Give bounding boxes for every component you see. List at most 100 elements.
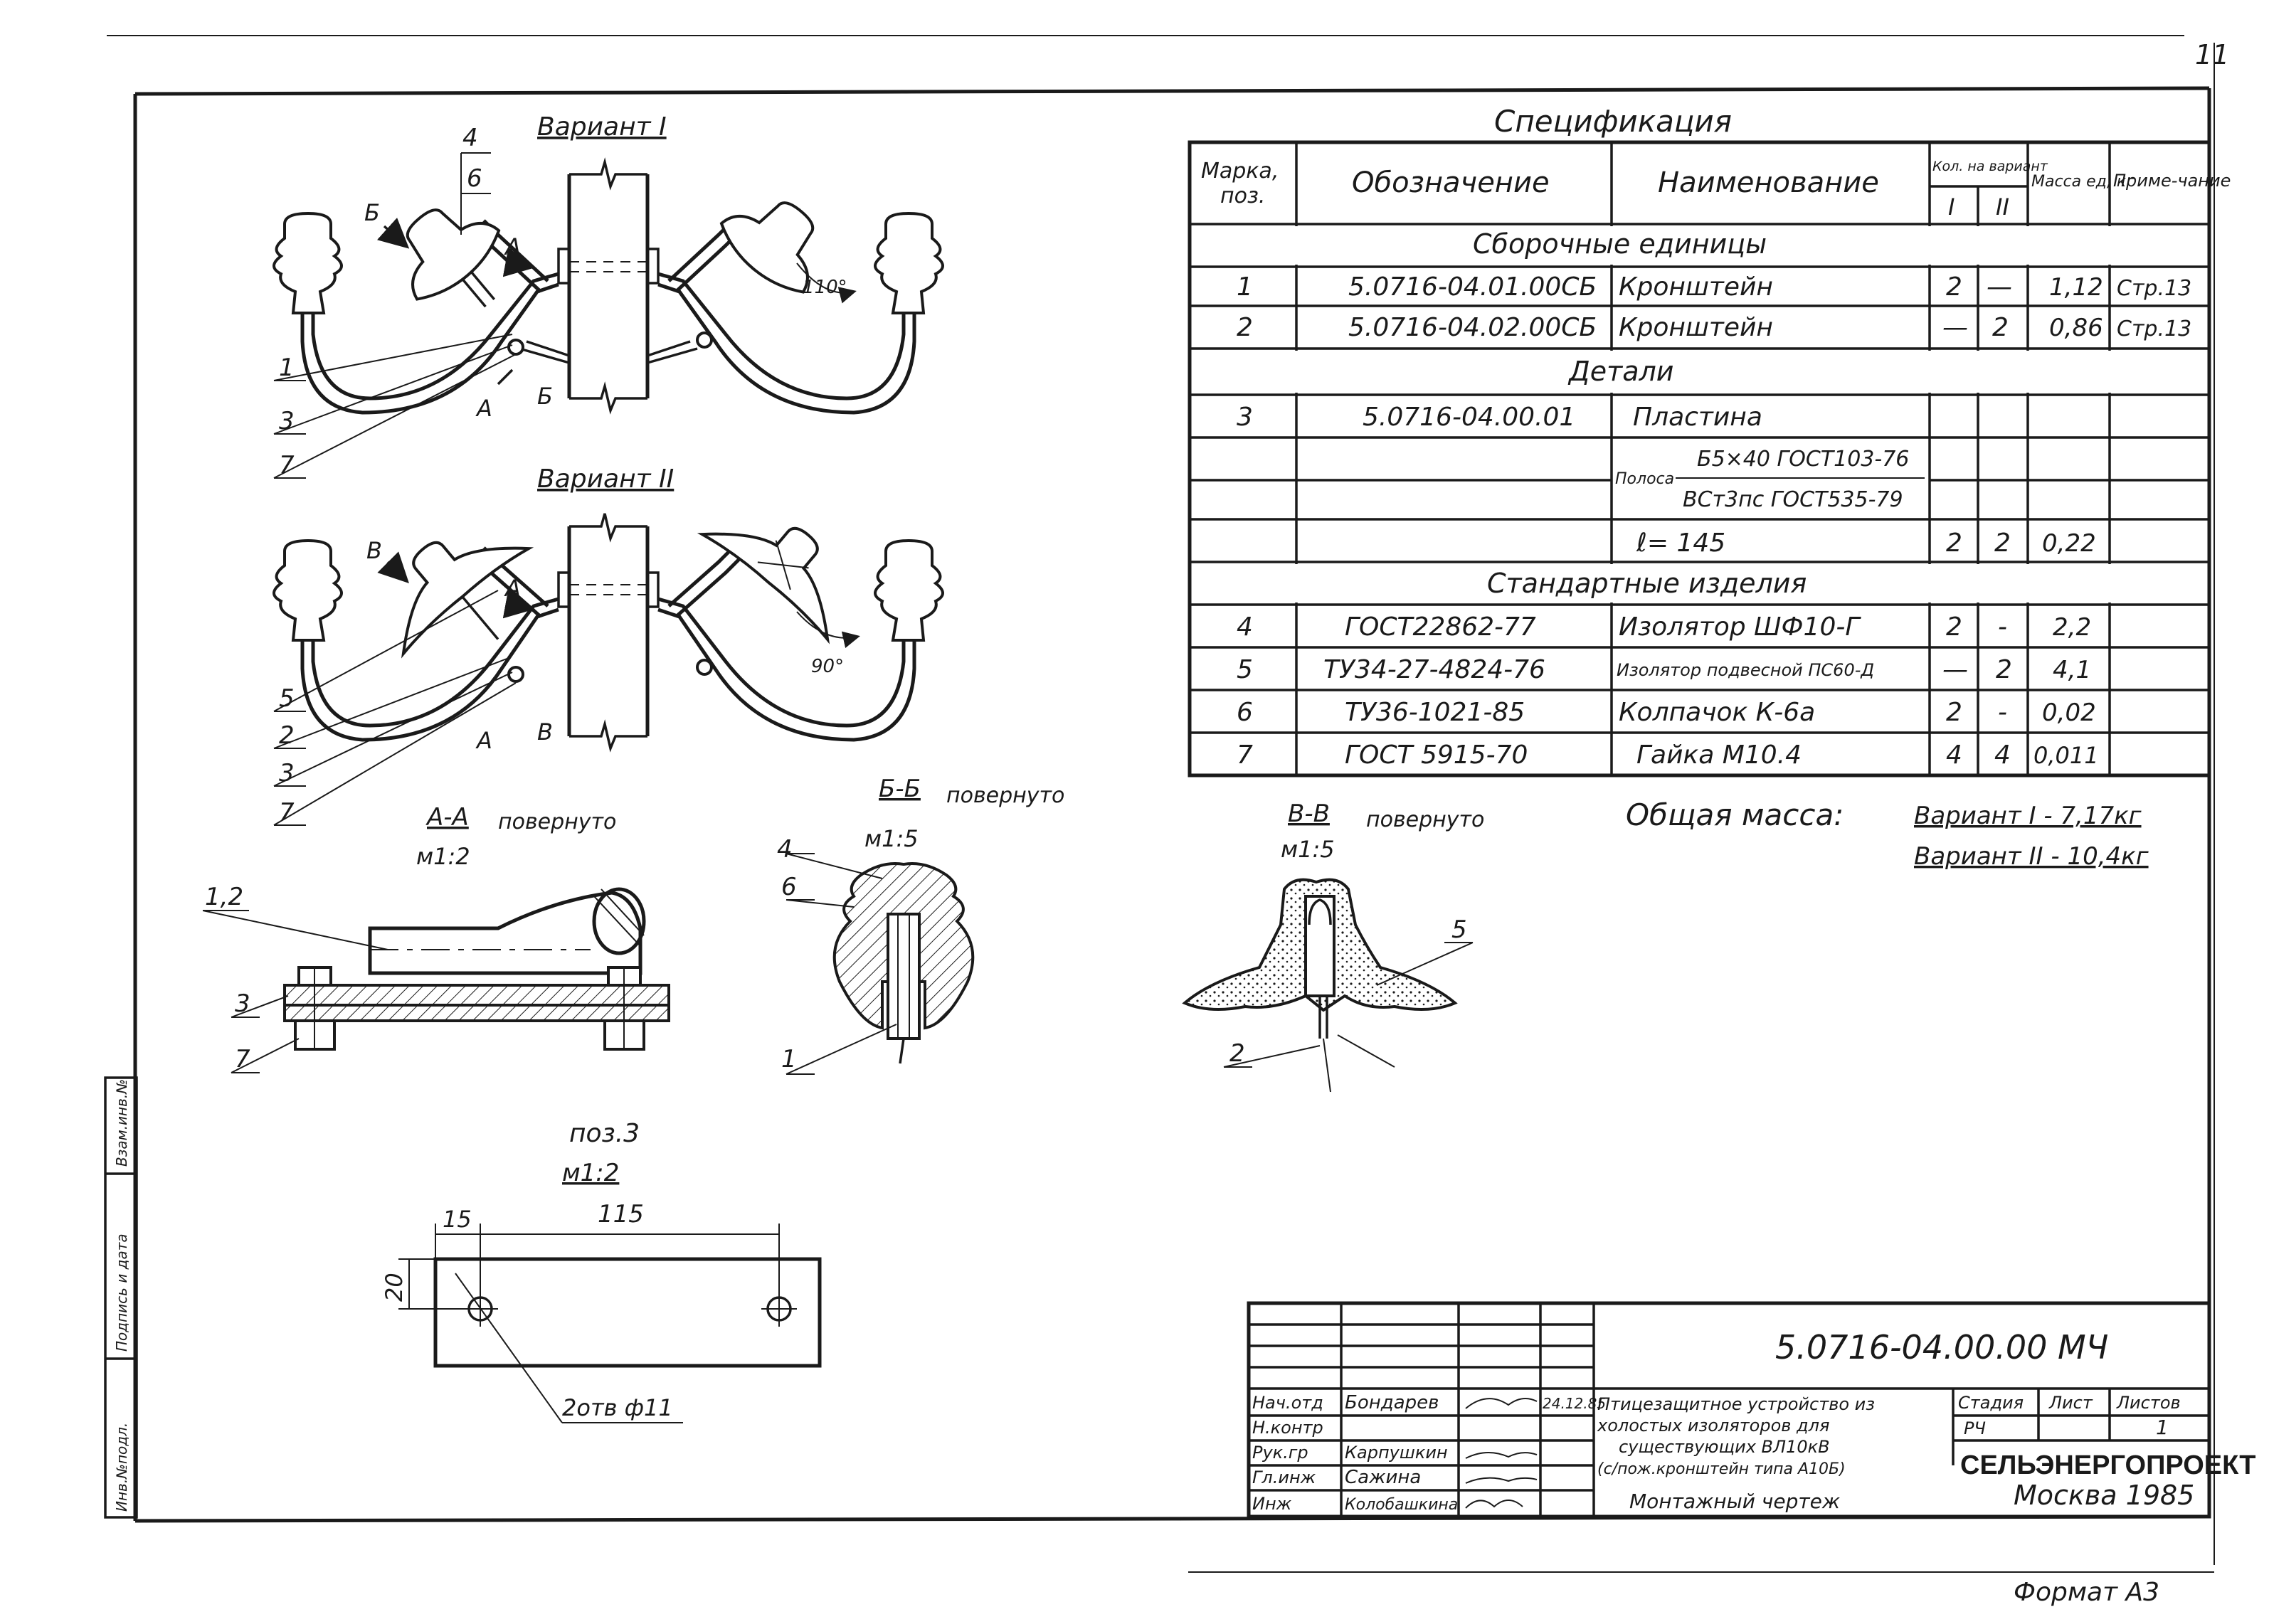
tb-stage-header: Стадия <box>1958 1393 2024 1413</box>
spec-row6-q2: - <box>1998 698 2007 727</box>
v2-cut-v: В <box>366 537 382 564</box>
spec-row1-note: Стр.13 <box>2117 276 2191 301</box>
tb-role-4: Гл.инж <box>1252 1468 1316 1487</box>
spec-row4-pos: 4 <box>1237 612 1253 642</box>
tb-desc-3: существующих ВЛ10кВ <box>1619 1437 1830 1457</box>
v2-angle: 90° <box>811 656 844 677</box>
aa-callout-3: 3 <box>235 989 250 1018</box>
v1-cut-b-bottom: Б <box>537 383 553 410</box>
tb-desc-4: (с/пож.кронштейн типа А10Б) <box>1597 1460 1846 1478</box>
variant-1-view: Вариант I <box>273 112 944 479</box>
spec-row2-pos: 2 <box>1237 313 1253 342</box>
title-code: 5.0716-04.00.00 МЧ <box>1775 1328 2108 1366</box>
spec-row3-material-bottom: ВСт3пс ГОСТ535-79 <box>1683 487 1903 512</box>
spec-group-assembly: Сборочные единицы <box>1473 228 1767 260</box>
spec-row4-name: Изолятор ШФ10-Г <box>1619 612 1861 642</box>
v2-callout-2: 2 <box>279 721 295 750</box>
bb-callout-6: 6 <box>781 873 797 901</box>
bb-callout-4: 4 <box>777 835 793 864</box>
total-mass-v1: Вариант I - 7,17кг <box>1914 802 2142 830</box>
tb-role-5: Инж <box>1252 1494 1292 1514</box>
spec-row3-length: ℓ= 145 <box>1636 529 1725 558</box>
spec-group-details: Детали <box>1567 356 1673 387</box>
v2-cut-v-bottom: В <box>537 718 553 745</box>
spec-row3-q1: 2 <box>1946 529 1962 558</box>
spec-row2-name: Кронштейн <box>1619 313 1773 342</box>
spec-row4-q2: - <box>1998 612 2007 642</box>
tb-date: 24.12.85 <box>1543 1395 1606 1412</box>
signature-5 <box>1465 1500 1523 1509</box>
v2-cut-a-top: А <box>504 575 521 602</box>
spec-row4-designation: ГОСТ22862-77 <box>1345 612 1536 642</box>
v1-cut-a-bottom: А <box>475 395 492 422</box>
spec-row3-mass: 0,22 <box>2042 529 2096 558</box>
v1-cut-a-top: А <box>504 233 521 260</box>
title-block: 5.0716-04.00.00 МЧ Нач.отд Н.контр Рук.г… <box>1247 1301 2256 1519</box>
spec-row2-note: Стр.13 <box>2117 317 2191 341</box>
spec-title: Спецификация <box>1494 104 1732 139</box>
spec-header-mass: Масса ед, кг <box>2031 173 2135 191</box>
aa-callout-12: 1,2 <box>205 883 243 911</box>
spec-row5-q2: 2 <box>1996 655 2012 684</box>
spec-row5-q1: — <box>1942 655 1968 684</box>
spec-row3-pos: 3 <box>1237 403 1253 432</box>
v1-callout-6: 6 <box>467 164 482 193</box>
v2-cut-a-bottom: А <box>475 727 492 754</box>
section-vv-title: В-В <box>1288 800 1330 828</box>
spec-row1-designation: 5.0716-04.01.00СБ <box>1348 272 1597 302</box>
spec-header-name: Наименование <box>1658 166 1879 199</box>
signature-3 <box>1465 1451 1538 1459</box>
spec-row7-designation: ГОСТ 5915-70 <box>1345 741 1528 770</box>
spec-row5-name: Изолятор подвесной ПС60-Д <box>1617 660 1874 680</box>
spec-row4-mass: 2,2 <box>2053 613 2091 642</box>
section-bb-scale: м1:5 <box>864 825 919 852</box>
total-mass-label: Общая масса: <box>1626 797 1844 832</box>
total-mass-v2: Вариант II - 10,4кг <box>1914 842 2149 871</box>
v1-callout-4: 4 <box>462 124 478 152</box>
tb-name-5: Колобашкина <box>1345 1496 1458 1514</box>
spec-header-designation: Обозначение <box>1352 166 1550 199</box>
page-number: 11 <box>2195 39 2229 70</box>
v2-callout-3: 3 <box>279 759 295 787</box>
spec-row7-name: Гайка М10.4 <box>1636 741 1802 770</box>
spec-row6-pos: 6 <box>1237 698 1253 727</box>
tb-stage: РЧ <box>1964 1418 1986 1438</box>
v1-callout-1: 1 <box>279 354 295 382</box>
spec-row1-pos: 1 <box>1237 272 1253 302</box>
stamp-inv-original: Инв.№подл. <box>113 1423 130 1512</box>
variant-2-title: Вариант II <box>537 465 674 494</box>
spec-header-qty-v2: II <box>1996 193 2009 221</box>
signature-1 <box>1465 1398 1538 1409</box>
tb-sheet-header: Лист <box>2048 1393 2093 1413</box>
section-vv-note: повернуто <box>1366 807 1484 832</box>
section-aa: А-А повернуто м1:2 1,2 3 7 <box>202 803 670 1073</box>
tb-desc-5: Монтажный чертеж <box>1629 1490 1840 1513</box>
vv-callout-2: 2 <box>1229 1039 1245 1068</box>
stamp-signature-date: Подпись и дата <box>113 1233 130 1352</box>
tb-sheets-header: Листов <box>2116 1393 2181 1413</box>
side-stamp: Инв.№подл. Подпись и дата Взам.инв.№ <box>104 1076 138 1519</box>
vv-callout-5: 5 <box>1451 916 1467 944</box>
section-aa-note: повернуто <box>498 810 616 834</box>
section-bb-title: Б-Б <box>879 775 921 803</box>
spec-row5-designation: ТУ34-27-4824-76 <box>1323 655 1545 684</box>
pos3-dim-15: 15 <box>443 1206 472 1233</box>
tb-desc-2: холостых изоляторов для <box>1597 1416 1829 1435</box>
format-label: Формат А3 <box>2014 1578 2159 1607</box>
spec-row2-q1: — <box>1942 313 1968 342</box>
tb-role-2: Н.контр <box>1252 1418 1323 1438</box>
spec-header-mark-2: поз. <box>1220 184 1265 208</box>
specification-table: Спецификация Марка, поз. Обозна <box>1188 104 2231 777</box>
spec-row5-mass: 4,1 <box>2053 656 2091 684</box>
spec-row2-mass: 0,86 <box>2049 314 2103 342</box>
tb-name-4: Сажина <box>1345 1467 1421 1488</box>
pos3-title: поз.3 <box>569 1119 640 1148</box>
variant-1-title: Вариант I <box>537 112 667 142</box>
spec-row6-q1: 2 <box>1946 698 1962 727</box>
signature-4 <box>1465 1477 1538 1484</box>
section-vv: В-В повернуто м1:5 5 2 <box>1182 800 1484 1093</box>
spec-row1-mass: 1,12 <box>2049 273 2103 302</box>
pos3-scale: м1:2 <box>562 1159 619 1187</box>
v1-angle: 110° <box>803 277 847 298</box>
tb-role-1: Нач.отд <box>1252 1393 1323 1413</box>
